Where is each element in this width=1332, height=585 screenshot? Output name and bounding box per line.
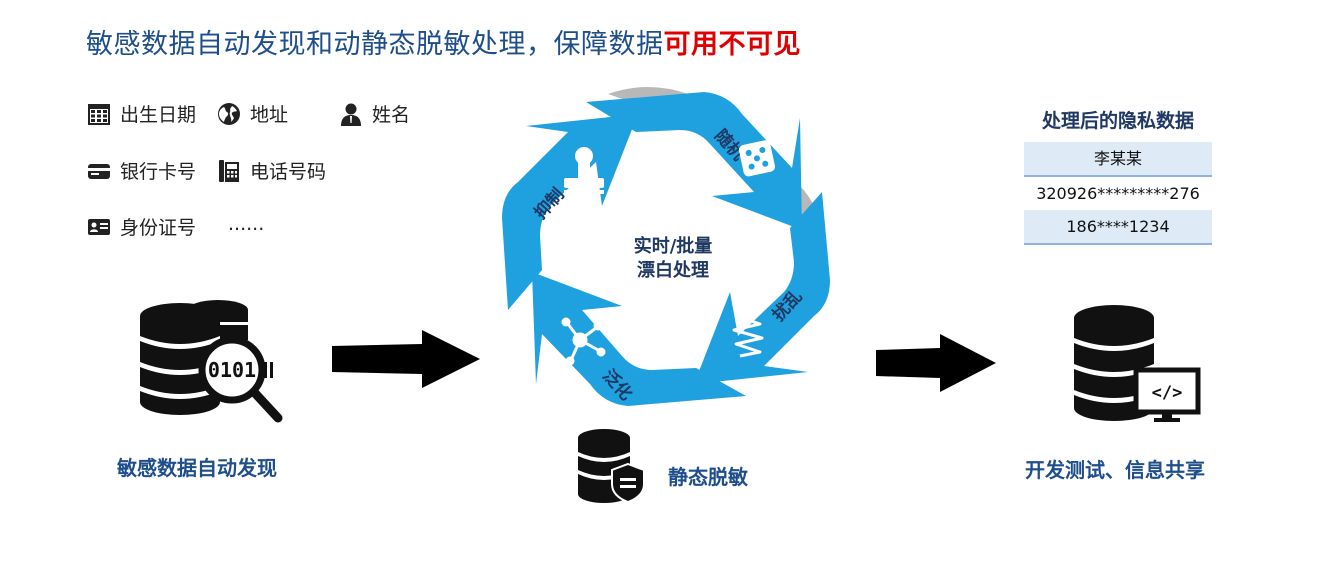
dice-icon: [738, 140, 776, 177]
database-code-icon: </>: [1074, 305, 1201, 422]
table-row: 186****1234: [1024, 210, 1212, 245]
field-label: 银行卡号: [120, 161, 197, 183]
field-label: 出生日期: [120, 104, 197, 126]
cycle-center-text: 实时/批量 漂白处理: [598, 235, 748, 283]
binary-text: 0101: [208, 358, 256, 382]
stamp-icon: [564, 147, 604, 194]
static-masking-label: 静态脱敏: [668, 465, 748, 489]
field-label: 电话号码: [250, 161, 327, 183]
network-icon: [561, 317, 606, 366]
field-name: 姓名: [338, 100, 410, 127]
field-birthdate: 出生日期: [86, 100, 196, 127]
person-icon: [341, 103, 361, 126]
database-search-icon: 0101: [140, 300, 283, 423]
field-more: ......: [228, 213, 264, 235]
phone-icon: [219, 159, 239, 182]
arrow-right-icon: [876, 334, 996, 392]
field-label: 地址: [250, 104, 289, 126]
center-line-1: 实时/批量: [633, 236, 713, 257]
page-title: 敏感数据自动发现和动静态脱敏处理，保障数据可用不可见: [86, 22, 801, 61]
table-row: 320926*********276: [1036, 184, 1200, 203]
field-bank-card: 银行卡号: [86, 157, 196, 184]
result-table: 李某某 320926*********276 186****1234: [1024, 142, 1212, 245]
field-label: 身份证号: [120, 217, 197, 239]
discovery-label: 敏感数据自动发现: [117, 456, 277, 480]
scribble-icon: [732, 314, 764, 358]
masking-cycle-diagram: 随机 扰乱 泛化 抑制: [502, 87, 830, 406]
code-icon-text: </>: [1152, 383, 1183, 403]
field-address: 地址: [216, 100, 288, 127]
id-card-icon: [88, 218, 110, 235]
field-id-number: 身份证号: [86, 213, 196, 240]
calendar-icon: [88, 103, 110, 125]
credit-card-icon: [88, 163, 110, 179]
table-row: 李某某: [1024, 142, 1212, 177]
globe-icon: [218, 102, 240, 125]
database-shield-icon: [578, 429, 645, 504]
title-highlight: 可用不可见: [663, 29, 801, 60]
field-label: 姓名: [372, 104, 411, 126]
arrow-right-icon: [332, 330, 480, 388]
center-line-2: 漂白处理: [637, 260, 709, 281]
destination-label: 开发测试、信息共享: [1025, 458, 1205, 482]
result-table-header: 处理后的隐私数据: [1041, 110, 1194, 132]
ellipsis-label: ......: [228, 213, 265, 235]
title-main: 敏感数据自动发现和动静态脱敏处理，保障数据: [86, 29, 664, 60]
field-phone: 电话号码: [216, 157, 326, 184]
